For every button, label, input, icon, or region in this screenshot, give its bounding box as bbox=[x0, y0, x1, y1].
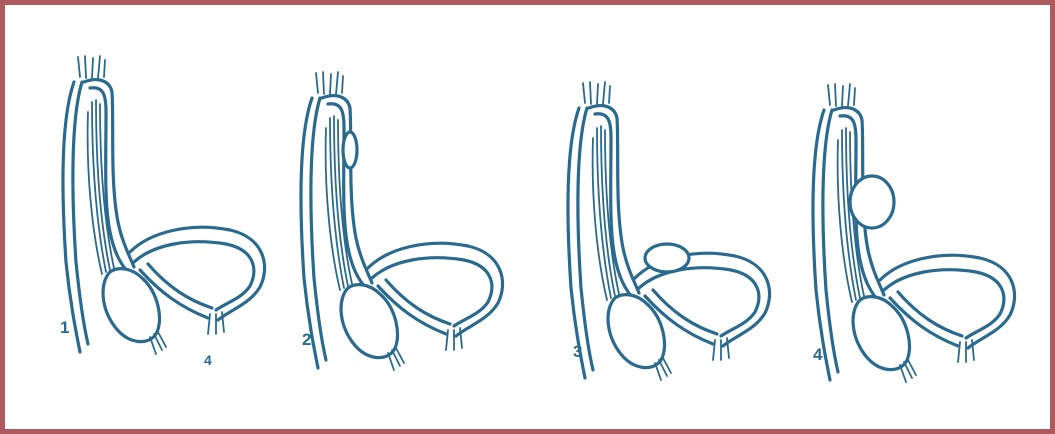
panel-label-4: 4 bbox=[813, 345, 822, 365]
panel-label-1: 1 bbox=[60, 318, 69, 338]
panel-3-drawing bbox=[568, 82, 769, 380]
small-swelling bbox=[343, 132, 357, 168]
large-swelling bbox=[850, 176, 894, 228]
panel-label-2: 2 bbox=[302, 330, 311, 350]
mid-swelling bbox=[645, 244, 689, 272]
stray-mark: 4 bbox=[204, 352, 212, 368]
panel-2-drawing bbox=[301, 72, 502, 370]
panel-label-3: 3 bbox=[573, 342, 582, 362]
panel-1-drawing bbox=[63, 56, 264, 354]
panel-4-drawing bbox=[813, 84, 1014, 382]
